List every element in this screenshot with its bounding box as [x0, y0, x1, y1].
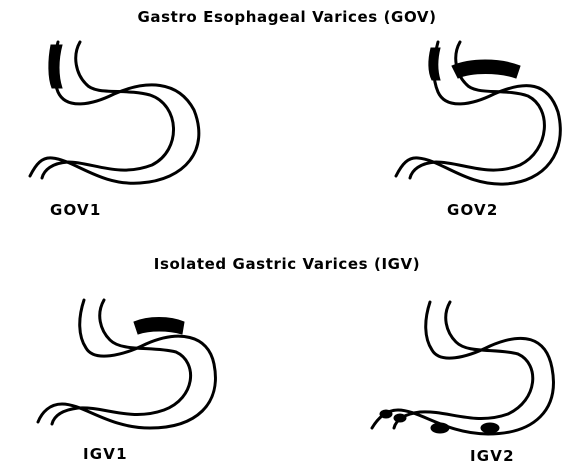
gov1-varix-esophageal: [49, 45, 62, 88]
gov2-stomach-diagram: [396, 42, 560, 184]
igv2-label: IGV2: [470, 447, 515, 465]
gov2-varix-esophageal: [429, 48, 440, 80]
igv2-stomach-inner-outline: [394, 302, 533, 428]
igv2-varix-antral-2: [481, 423, 499, 433]
igv2-varix-duodenal-1: [380, 410, 392, 418]
igv1-varix-fundal: [134, 318, 184, 335]
gov1-label: GOV1: [50, 201, 102, 219]
igv2-stomach-diagram: [372, 302, 553, 434]
gov2-varix-fundal: [452, 60, 520, 78]
gov2-label: GOV2: [447, 201, 499, 219]
igv1-stomach-diagram: [38, 300, 215, 428]
gov1-stomach-diagram: [30, 42, 199, 183]
gov1-stomach-inner-outline: [42, 42, 174, 178]
igv1-label: IGV1: [83, 445, 128, 463]
igv2-varix-duodenal-2: [394, 414, 406, 422]
igv2-varix-antral-1: [431, 423, 449, 433]
